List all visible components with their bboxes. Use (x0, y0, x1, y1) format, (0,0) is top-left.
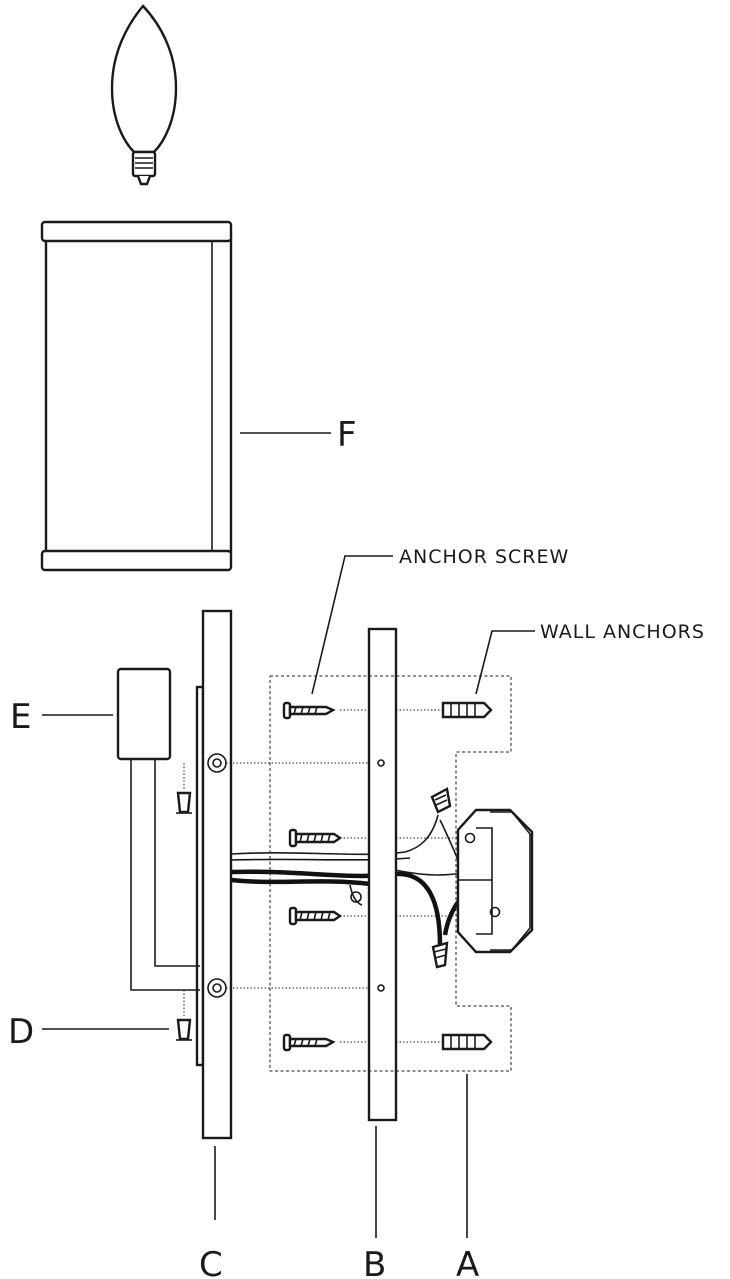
label-c: C (199, 1245, 223, 1279)
candelabra-bulb (110, 4, 178, 186)
wall-anchor (441, 1033, 493, 1051)
label-d: D (8, 1012, 34, 1052)
anchor-screw (288, 828, 343, 848)
label-b: B (363, 1245, 386, 1279)
label-f: F (337, 415, 357, 455)
wall-outline (269, 675, 512, 1238)
junction-box (456, 808, 534, 954)
label-anchor-screw: ANCHOR SCREW (399, 546, 569, 568)
backplate (195, 609, 233, 1220)
leader-lines (311, 555, 535, 695)
label-a: A (456, 1245, 479, 1279)
wire-nuts (430, 787, 452, 969)
glass-shade (40, 220, 331, 572)
label-wall-anchors: WALL ANCHORS (540, 621, 705, 643)
anchor-screw (288, 906, 343, 926)
anchor-screws (282, 701, 343, 1052)
mounting-screws (42, 763, 192, 1041)
anchor-screw (282, 1033, 336, 1052)
wall-anchor (441, 701, 493, 719)
label-e: E (10, 697, 31, 737)
wall-anchors (441, 701, 493, 1051)
socket-and-arm (42, 667, 200, 991)
anchor-screw (282, 701, 336, 720)
mounting-bar (367, 627, 398, 1238)
